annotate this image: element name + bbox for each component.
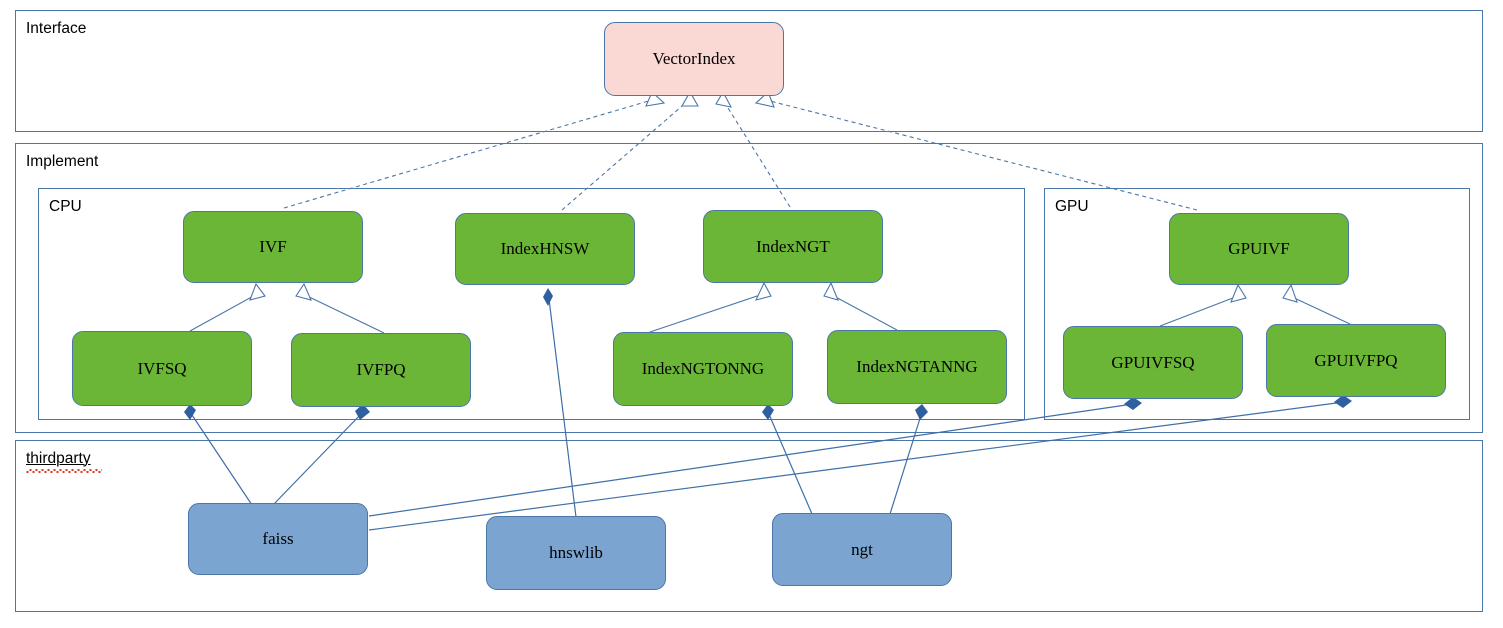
node-ivfpq[interactable]: IVFPQ (291, 333, 471, 407)
node-indexhnsw[interactable]: IndexHNSW (455, 213, 635, 285)
node-label-indexngt: IndexNGT (756, 236, 830, 256)
frame-label-thirdparty: thirdparty (26, 450, 91, 467)
node-label-hnswlib: hnswlib (549, 543, 603, 563)
node-gpuivf[interactable]: GPUIVF (1169, 213, 1349, 285)
node-label-indexngtonng: IndexNGTONNG (641, 359, 765, 379)
node-label-vectorindex: VectorIndex (652, 49, 736, 69)
node-label-indexngtanng: IndexNGTANNG (856, 357, 978, 377)
node-gpuivfpq[interactable]: GPUIVFPQ (1266, 324, 1446, 397)
node-ivfsq[interactable]: IVFSQ (72, 331, 252, 406)
frame-label-interface: Interface (26, 20, 87, 37)
node-label-gpuivfsq: GPUIVFSQ (1111, 352, 1195, 372)
node-vectorindex[interactable]: VectorIndex (604, 22, 784, 96)
node-gpuivfsq[interactable]: GPUIVFSQ (1063, 326, 1243, 399)
frame-label-cpu: CPU (49, 198, 82, 215)
node-label-gpuivfpq: GPUIVFPQ (1314, 350, 1398, 370)
node-label-ngt: ngt (851, 539, 873, 559)
node-label-indexhnsw: IndexHNSW (500, 239, 590, 259)
node-label-faiss: faiss (262, 529, 294, 549)
node-label-ivfpq: IVFPQ (356, 360, 406, 380)
node-label-ivfsq: IVFSQ (137, 358, 187, 378)
node-label-gpuivf: GPUIVF (1228, 239, 1290, 259)
node-faiss[interactable]: faiss (188, 503, 368, 575)
node-hnswlib[interactable]: hnswlib (486, 516, 666, 590)
node-ivf[interactable]: IVF (183, 211, 363, 283)
node-ngt[interactable]: ngt (772, 513, 952, 586)
node-indexngtanng[interactable]: IndexNGTANNG (827, 330, 1007, 404)
node-indexngtonng[interactable]: IndexNGTONNG (613, 332, 793, 406)
spellcheck-squiggle-thirdparty (26, 469, 102, 473)
frame-label-implement: Implement (26, 153, 99, 170)
node-label-ivf: IVF (259, 237, 287, 257)
frame-label-gpu: GPU (1055, 198, 1089, 215)
node-indexngt[interactable]: IndexNGT (703, 210, 883, 283)
